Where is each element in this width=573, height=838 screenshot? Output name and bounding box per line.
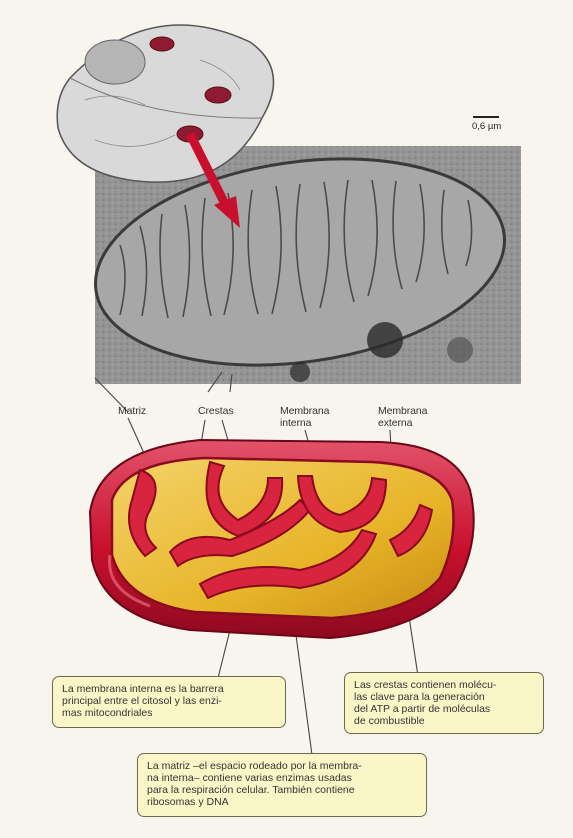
label-membrana-interna: Membrana interna [280, 405, 329, 429]
label-matriz: Matriz [118, 405, 146, 417]
scale-bar: 0,6 µm [472, 116, 501, 132]
callout-matriz: La matriz –el espacio rodeado por la mem… [137, 753, 427, 817]
mitochondrion-cutaway [90, 440, 474, 638]
callout-crestas: Las crestas contienen molécu- las clave … [344, 672, 544, 734]
label-crestas: Crestas [198, 405, 233, 417]
label-membrana-externa: Membrana externa [378, 405, 427, 429]
callout-membrana-interna: La membrana interna es la barrera princi… [52, 676, 286, 728]
scale-bar-label: 0,6 µm [472, 121, 501, 132]
scale-bar-line [473, 116, 499, 118]
